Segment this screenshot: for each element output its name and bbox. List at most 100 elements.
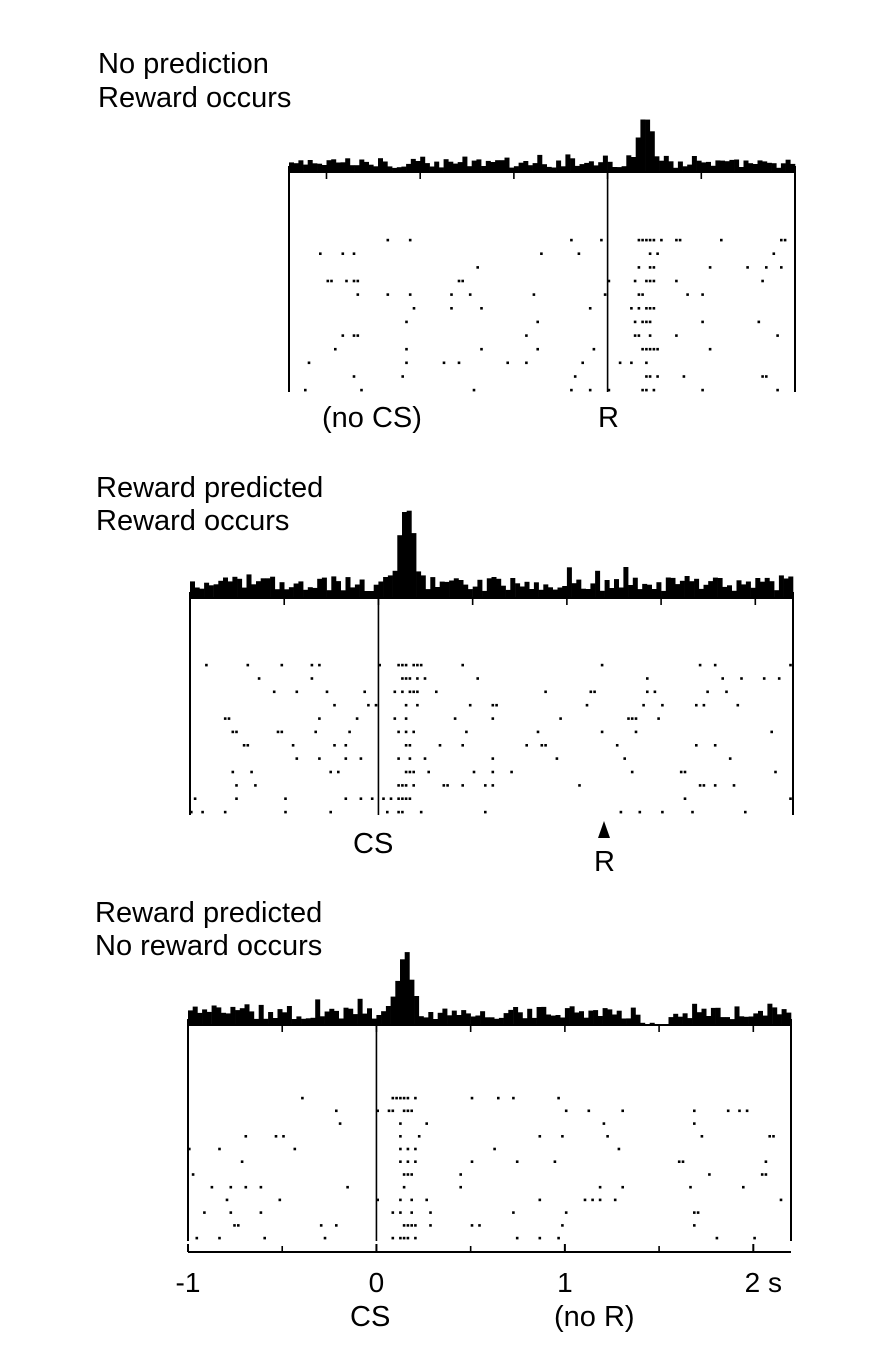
spike-dot: [536, 730, 540, 734]
histogram-bar: [495, 160, 501, 172]
spike-dot: [401, 663, 404, 667]
spike-dot: [295, 757, 299, 760]
histogram-bar: [397, 535, 403, 598]
spike-dot: [633, 279, 637, 283]
spike-dot: [404, 677, 408, 680]
histogram-bar: [434, 161, 440, 172]
spike-dot: [423, 757, 427, 760]
histogram-bar: [691, 156, 697, 172]
histogram-bar: [476, 159, 482, 172]
spike-dot: [404, 663, 408, 667]
spike-dot: [693, 1211, 696, 1214]
histogram-bar: [724, 161, 730, 172]
spike-dot: [506, 361, 509, 365]
spike-dot: [512, 1211, 515, 1214]
histogram-bar: [519, 586, 525, 598]
spike-dot: [557, 1096, 560, 1100]
histogram-bar: [527, 165, 533, 172]
histogram-bar: [249, 1011, 255, 1025]
spike-dot: [638, 810, 642, 814]
histogram-bar: [395, 980, 401, 1025]
spike-dot: [495, 703, 498, 707]
histogram-bar: [221, 1012, 226, 1025]
spike-dot: [282, 1135, 285, 1138]
spike-dot: [470, 1096, 474, 1100]
histogram-bar: [396, 167, 402, 172]
spike-dot: [776, 334, 779, 337]
spike-dot: [229, 1211, 233, 1214]
spike-dot: [536, 320, 539, 324]
histogram-bar: [585, 589, 591, 598]
histogram-bar: [498, 1017, 504, 1025]
spike-dot: [412, 784, 415, 787]
spike-dot: [393, 690, 397, 694]
spike-dot: [652, 388, 656, 392]
spike-dot: [391, 1236, 395, 1240]
histogram-bar: [324, 1011, 330, 1025]
spike-dot: [553, 1160, 557, 1163]
spike-dot: [419, 810, 423, 814]
histogram-bar: [463, 584, 469, 598]
spike-dot: [652, 307, 656, 310]
histogram-bar: [599, 590, 605, 598]
panel-title-line-2: Reward occurs: [96, 505, 289, 537]
spike-dot: [399, 1198, 402, 1202]
spike-dot: [478, 1224, 481, 1227]
spike-dot: [318, 717, 321, 720]
spike-dot: [774, 770, 777, 774]
spike-dot: [395, 1096, 398, 1100]
histogram-bar: [354, 165, 360, 172]
spike-dot: [405, 361, 408, 365]
spike-dot: [675, 238, 678, 242]
spike-dot: [540, 744, 544, 747]
spike-dot: [564, 1109, 568, 1113]
spike-dot: [408, 744, 412, 747]
histogram-bar: [345, 158, 351, 172]
panel-frame: [187, 1019, 792, 1241]
histogram-bar: [776, 1014, 782, 1025]
spike-dot: [615, 744, 619, 747]
panel-title-line-1: Reward predicted: [96, 472, 323, 504]
histogram-bar: [484, 1017, 490, 1025]
histogram-bar: [712, 577, 718, 598]
histogram-bar: [694, 578, 700, 598]
spike-dot: [472, 388, 476, 392]
histogram-bar: [357, 998, 363, 1025]
spike-dot: [656, 375, 659, 378]
spike-dot: [397, 730, 400, 734]
spike-dot: [405, 347, 408, 351]
spike-dot: [314, 730, 317, 734]
spike-dot: [404, 770, 408, 774]
histogram-bar: [649, 131, 655, 172]
spike-dot: [406, 1173, 410, 1176]
spike-dot: [768, 1135, 771, 1138]
histogram-bar: [321, 165, 327, 172]
histogram-bar: [635, 137, 641, 172]
spike-dot: [348, 730, 351, 734]
histogram-bar: [467, 589, 473, 598]
histogram: [188, 952, 792, 1026]
spike-dot: [235, 797, 238, 800]
histogram-bar: [720, 160, 725, 172]
spike-dot: [476, 266, 479, 269]
histogram-bar: [786, 1012, 792, 1025]
spike-dot: [570, 388, 573, 392]
spike-dot: [538, 1135, 542, 1138]
histogram-bar: [451, 1010, 457, 1025]
histogram-bar: [225, 1013, 231, 1025]
spike-dot: [630, 361, 633, 365]
histogram-bar: [378, 158, 383, 172]
histogram-bar: [192, 1006, 198, 1025]
spike-dot: [589, 690, 593, 694]
spike-dot: [363, 690, 366, 694]
spike-dot: [393, 717, 397, 720]
spike-dot: [561, 1224, 564, 1227]
spike-dot: [587, 1109, 591, 1113]
spike-dot: [491, 784, 495, 787]
spike-dot: [461, 784, 464, 787]
histogram-bar: [760, 581, 765, 598]
spike-dot: [304, 388, 307, 392]
spike-dot: [770, 730, 773, 734]
spike-dot: [657, 717, 660, 720]
